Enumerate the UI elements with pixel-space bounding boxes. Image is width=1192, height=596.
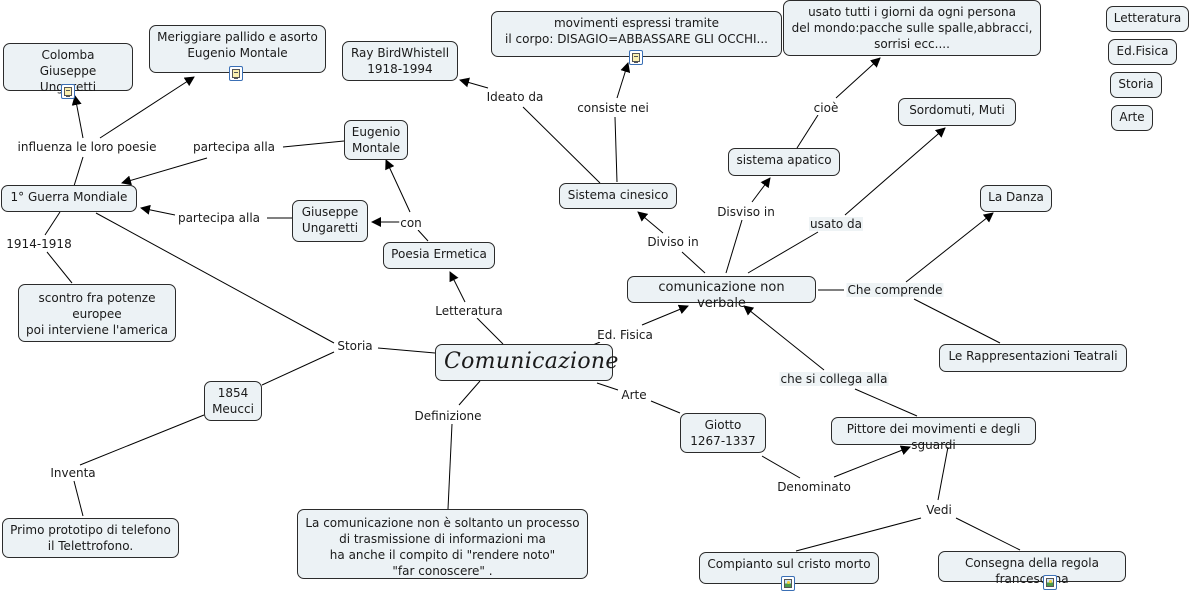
node-definizione-testo[interactable]: La comunicazione non è soltanto un proce… [297,509,588,579]
edge [377,347,436,354]
node-pittore[interactable]: Pittore dei movimenti e degli sguardi [831,417,1036,452]
edge [796,114,819,149]
node-guerra-mondiale[interactable]: 1° Guerra Mondiale [1,185,137,212]
edge [637,211,664,234]
link-label-diviso-in: Diviso in [646,235,700,249]
edge [955,517,1021,551]
edge [417,229,429,242]
image-icon[interactable] [1043,575,1057,590]
edge [522,106,601,184]
edge [725,219,743,274]
legend-arte[interactable]: Arte [1111,105,1153,131]
link-label-che-si-collega: che si collega alla [779,372,889,386]
node-comunicazione[interactable]: Comunicazione [435,344,618,381]
edge [79,414,205,466]
edge [458,380,481,406]
node-eugenio-montale[interactable]: Eugenio Montale [344,120,408,160]
node-comunicazione-non-verbale[interactable]: comunicazione non verbale [627,276,816,311]
edge [447,423,453,510]
node-sistema-apatico[interactable]: sistema apatico [728,148,840,176]
link-label-storia: Storia [336,339,374,353]
link-label-che-comprende: Che comprende [846,283,944,297]
edge [747,231,819,274]
edge [44,211,61,236]
node-sistema-cinesico[interactable]: Sistema cinesico [559,183,677,209]
link-label-ideato-da: Ideato da [485,90,545,104]
document-icon[interactable] [629,50,643,65]
edge [905,212,994,283]
node-giotto[interactable]: Giotto 1267-1337 [680,413,766,453]
node-usato-tutti-i-giorni[interactable]: usato tutti i giorni da ogni persona del… [783,0,1041,56]
legend-letteratura[interactable]: Letteratura [1106,6,1189,32]
edge [459,77,489,89]
edge [751,177,771,203]
node-movimenti[interactable]: movimenti espressi tramite il corpo: DIS… [491,11,782,57]
edge [73,156,84,187]
edge [650,400,681,414]
node-la-danza[interactable]: La Danza [980,185,1052,212]
link-label-consiste-nei: consiste nei [576,101,650,115]
link-label-partecipa-alla: partecipa alla [176,211,262,225]
document-icon[interactable] [229,66,243,81]
edge [743,305,825,371]
edge [71,95,84,139]
node-primo-prototipo[interactable]: Primo prototipo di telefono il Telettrof… [2,518,179,558]
edge [46,251,73,284]
edge [95,212,335,344]
node-poesia-ermetica[interactable]: Poesia Ermetica [383,242,495,269]
edge [282,140,345,148]
node-meriggiare[interactable]: Meriggiare pallido e asorto Eugenio Mont… [149,25,326,73]
image-icon[interactable] [781,576,795,591]
edge [937,446,949,501]
link-label-influenza: influenza le loro poesie [16,140,158,154]
link-label-cioe: cioè [812,101,840,115]
edge [833,445,911,478]
edge [854,388,918,417]
link-label-anni: 1914-1918 [5,237,73,251]
edge [844,127,946,216]
node-rappresentazioni-teatrali[interactable]: Le Rappresentazioni Teatrali [939,344,1127,372]
node-scontro[interactable]: scontro fra potenze europee poi intervie… [18,284,176,342]
link-label-partecipa-alla: partecipa alla [191,140,277,154]
node-sordomuti[interactable]: Sordomuti, Muti [898,98,1016,126]
edge [913,298,1001,344]
link-label-usato-da: usato da [808,217,864,231]
legend-edfisica[interactable]: Ed.Fisica [1108,39,1177,65]
edge [140,204,176,216]
edge [614,116,618,183]
edge [835,57,881,99]
edge [121,157,208,186]
edge [795,517,922,552]
node-giuseppe-ungaretti[interactable]: Giuseppe Ungaretti [292,200,368,242]
link-label-con: con [399,216,423,230]
node-ray-birdwhistell[interactable]: Ray BirdWhistell 1918-1994 [342,41,458,81]
edge [596,382,619,391]
edge [385,159,411,213]
edge [641,304,689,326]
edge [761,455,801,479]
link-label-definizione: Definizione [413,409,483,423]
link-label-denominato: Denominato [776,480,852,494]
edge [681,251,706,274]
link-label-inventa: Inventa [49,466,97,480]
link-label-disviso-in: Disviso in [716,205,776,219]
link-label-letteratura: Letteratura [434,304,504,318]
edge [99,76,195,139]
edge [476,317,504,345]
legend-storia[interactable]: Storia [1110,72,1162,98]
edge [261,351,335,386]
link-label-arte: Arte [620,388,648,402]
link-label-vedi: Vedi [925,503,953,517]
link-label-ed-fisica: Ed. Fisica [596,328,654,342]
edge [616,62,631,99]
node-consegna-regola[interactable]: Consegna della regola francescana [938,551,1126,586]
document-icon[interactable] [61,84,75,99]
node-meucci[interactable]: 1854 Meucci [204,381,262,421]
edge [449,271,466,303]
edge [73,480,84,517]
